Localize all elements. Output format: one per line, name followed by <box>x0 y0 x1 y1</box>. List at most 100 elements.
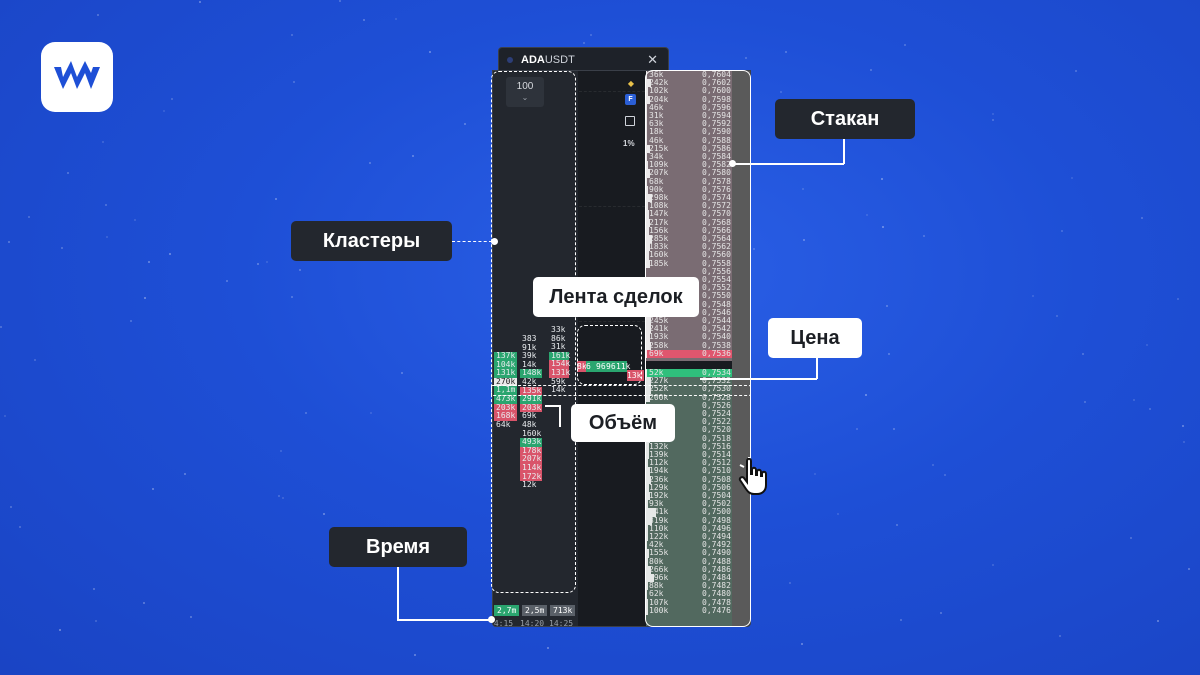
cluster-cell[interactable]: 161k <box>549 350 571 361</box>
cluster-cell[interactable]: 172k <box>520 471 542 482</box>
cluster-cell[interactable]: 104k <box>494 359 517 370</box>
cluster-cell[interactable]: 493k <box>520 437 542 447</box>
futures-badge[interactable]: F <box>625 94 636 105</box>
ask-row[interactable]: 0,7550 <box>646 292 732 300</box>
bid-row[interactable]: 0,7522 <box>646 417 732 426</box>
cluster-cell[interactable]: 86k <box>551 333 566 343</box>
cluster-cell[interactable]: 168k <box>494 411 517 421</box>
cluster-cell[interactable]: 14k <box>522 359 537 369</box>
cluster-cell[interactable]: 1,1m <box>494 385 517 395</box>
ask-row[interactable]: 0,7556 <box>646 267 732 276</box>
cluster-cell[interactable]: 91k <box>522 342 537 352</box>
cluster-cell[interactable]: 33k <box>551 325 566 334</box>
cluster-cell[interactable]: 12k <box>522 480 537 490</box>
binance-icon[interactable]: ◆ <box>627 79 635 88</box>
cluster-cell[interactable]: 137k <box>494 351 517 361</box>
cluster-cell[interactable]: 148k <box>520 368 542 378</box>
ask-row[interactable]: 0,7554 <box>646 275 732 284</box>
cluster-cell[interactable]: 203k <box>520 402 542 413</box>
bid-row[interactable]: 0,7526 <box>646 401 732 410</box>
cluster-cell[interactable]: 207k <box>520 454 542 464</box>
cluster-cell[interactable]: 291k <box>520 394 542 404</box>
window-tab[interactable]: ADA USDT ✕ <box>498 47 669 71</box>
cluster-cell[interactable]: 160k <box>522 428 542 438</box>
ask-row[interactable]: 0,7548 <box>646 300 732 309</box>
cluster-cell[interactable]: 39k <box>522 351 537 361</box>
bid-row[interactable]: 0,7524 <box>646 409 732 418</box>
cluster-cell[interactable]: 131k <box>494 368 517 378</box>
cluster-cell[interactable]: 69k <box>522 411 537 421</box>
cluster-cell[interactable]: 178k <box>520 445 542 456</box>
cluster-cell[interactable]: 114k <box>520 463 542 473</box>
bid-row[interactable]: 0,7520 <box>646 426 732 434</box>
percent-button[interactable]: 1% <box>623 139 635 148</box>
tick-size-select[interactable]: 100 ⌄ <box>506 77 544 107</box>
cluster-cell[interactable]: 383 <box>522 334 537 343</box>
cluster-cell[interactable]: 473k <box>494 394 517 404</box>
cluster-cell[interactable]: 270k <box>494 376 517 387</box>
cluster-cell[interactable]: 31k <box>551 342 566 352</box>
cluster-cell[interactable]: 48k <box>522 420 537 429</box>
cluster-cell[interactable]: 135k <box>520 385 542 396</box>
cluster-cell[interactable]: 203k <box>494 402 517 413</box>
ask-row[interactable]: 0,7552 <box>646 283 732 292</box>
cluster-cell[interactable]: 14k <box>551 385 566 395</box>
cluster-cell[interactable]: 42k <box>522 377 537 386</box>
close-icon[interactable]: ✕ <box>647 52 658 67</box>
layers-icon[interactable] <box>625 116 635 126</box>
cluster-cell[interactable]: 154k <box>549 359 571 369</box>
cluster-cell[interactable]: 131k <box>549 368 571 378</box>
